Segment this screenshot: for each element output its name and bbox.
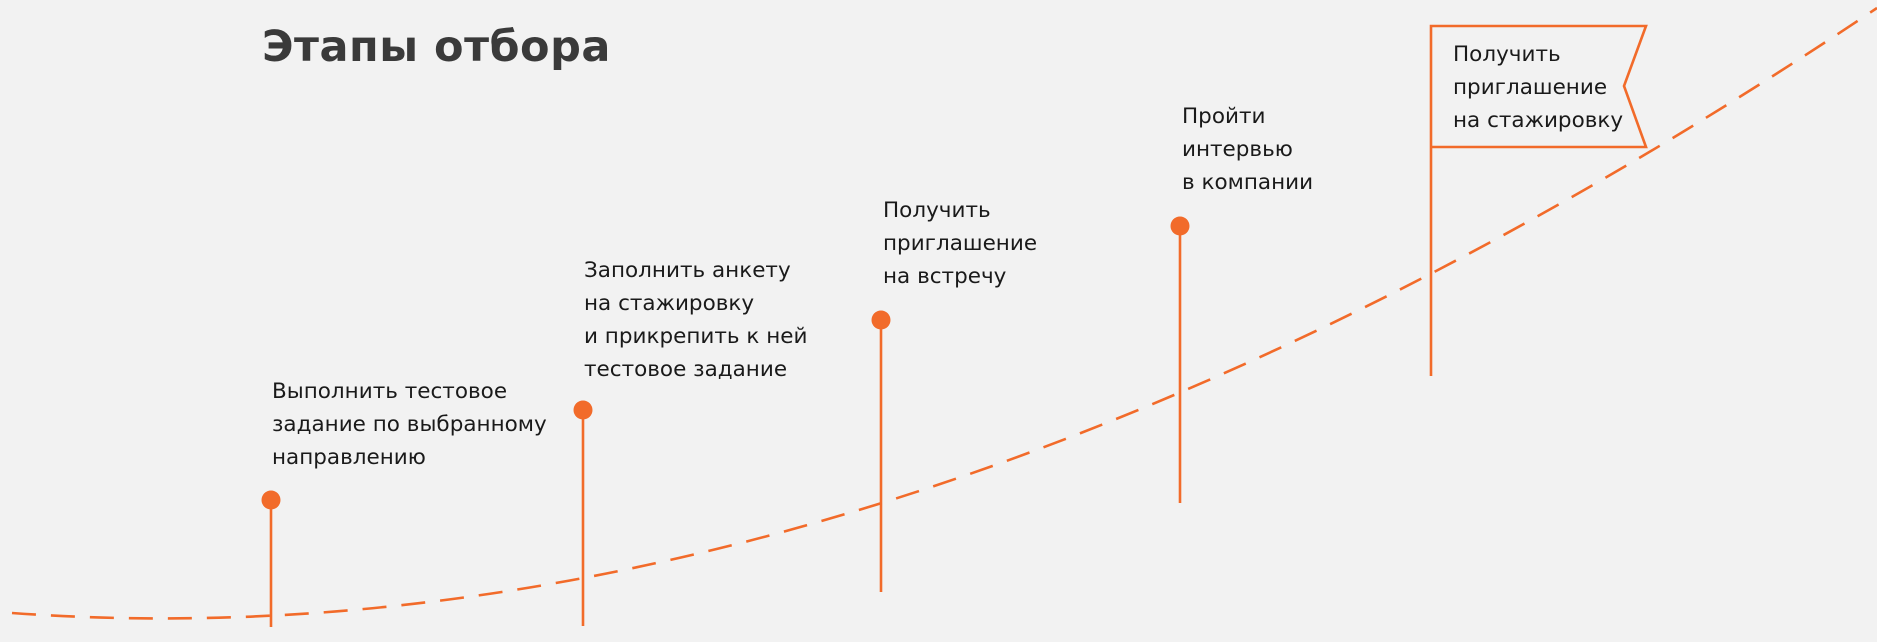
step-text-line: Получить: [1453, 42, 1561, 67]
step-text-line: Выполнить тестовое: [272, 379, 508, 404]
step-3-marker: [871, 310, 891, 330]
progress-curve: [11, 6, 1877, 620]
step-text-line: на стажировку: [584, 291, 755, 316]
step-text-line: задание по выбранному: [272, 412, 547, 437]
step-text-line: Получить: [883, 198, 991, 223]
step-text-line: на стажировку: [1453, 108, 1624, 133]
step-text-line: и прикрепить к ней: [584, 324, 808, 349]
step-1-marker: [261, 490, 281, 510]
step-1-text: Выполнить тестовое задание по выбранному…: [272, 375, 547, 474]
step-4-marker: [1170, 216, 1190, 236]
step-text-line: Заполнить анкету: [584, 258, 791, 283]
step-text-line: Пройти: [1182, 104, 1266, 129]
flag-icon: [1429, 24, 1648, 376]
step-text-line: интервью: [1182, 137, 1293, 162]
step-2-marker: [573, 400, 593, 420]
final-step-text: Получить приглашение на стажировку: [1453, 38, 1623, 137]
step-text-line: приглашение: [1453, 75, 1608, 100]
step-4-text: Пройти интервью в компании: [1182, 100, 1313, 199]
page-title: Этапы отбора: [262, 22, 611, 72]
step-text-line: приглашение: [883, 231, 1038, 256]
step-text-line: в компании: [1182, 170, 1314, 195]
step-text-line: на встречу: [883, 264, 1007, 289]
step-3-text: Получить приглашение на встречу: [883, 194, 1037, 293]
step-2-text: Заполнить анкету на стажировку и прикреп…: [584, 254, 807, 386]
step-text-line: тестовое задание: [584, 357, 788, 382]
step-text-line: направлению: [272, 445, 426, 470]
